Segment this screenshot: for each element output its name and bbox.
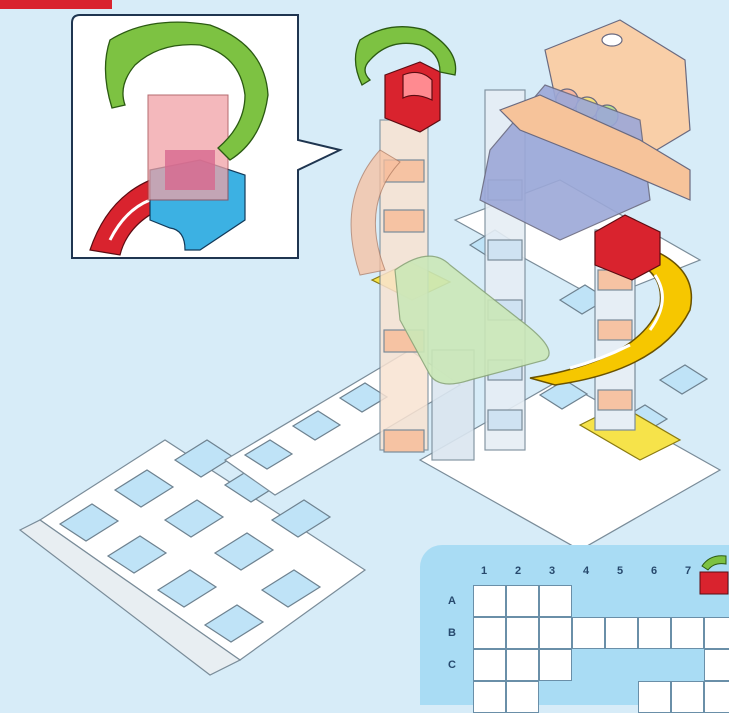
grid-cell xyxy=(704,681,729,713)
grid-col-label: 6 xyxy=(637,565,671,577)
top-machine xyxy=(480,20,690,240)
grid-cell xyxy=(539,649,572,681)
grid-cell xyxy=(539,585,572,617)
grid-cell xyxy=(704,617,729,649)
grid-cell xyxy=(638,681,671,713)
grid-cell xyxy=(671,617,704,649)
grid-cell xyxy=(671,681,704,713)
layout-grid-panel: 1 2 3 4 5 6 7 A B C xyxy=(420,545,729,705)
grid-cell xyxy=(506,681,539,713)
grid-cell xyxy=(605,617,638,649)
red-cap-top xyxy=(385,62,440,132)
grid-col-label: 2 xyxy=(501,565,535,577)
grid-cell xyxy=(473,649,506,681)
mini-piece-icon xyxy=(696,550,729,598)
grid-cell xyxy=(473,617,506,649)
grid-cell xyxy=(473,681,506,713)
tile-grid-left xyxy=(20,440,365,675)
grid-row-label: B xyxy=(442,627,462,639)
grid-cell xyxy=(473,585,506,617)
grid-row-label: C xyxy=(442,659,462,671)
grid-cell xyxy=(506,649,539,681)
grid-col-label: 1 xyxy=(467,565,501,577)
grid-cell xyxy=(704,649,729,681)
grid-cell xyxy=(539,617,572,649)
grid-col-label: 5 xyxy=(603,565,637,577)
grid-col-label: 3 xyxy=(535,565,569,577)
grid-row-label: A xyxy=(442,595,462,607)
callout-inset xyxy=(72,15,340,258)
grid-cell xyxy=(572,617,605,649)
grid-cell xyxy=(506,617,539,649)
grid-cell xyxy=(638,617,671,649)
grid-col-label: 4 xyxy=(569,565,603,577)
grid-cell xyxy=(506,585,539,617)
